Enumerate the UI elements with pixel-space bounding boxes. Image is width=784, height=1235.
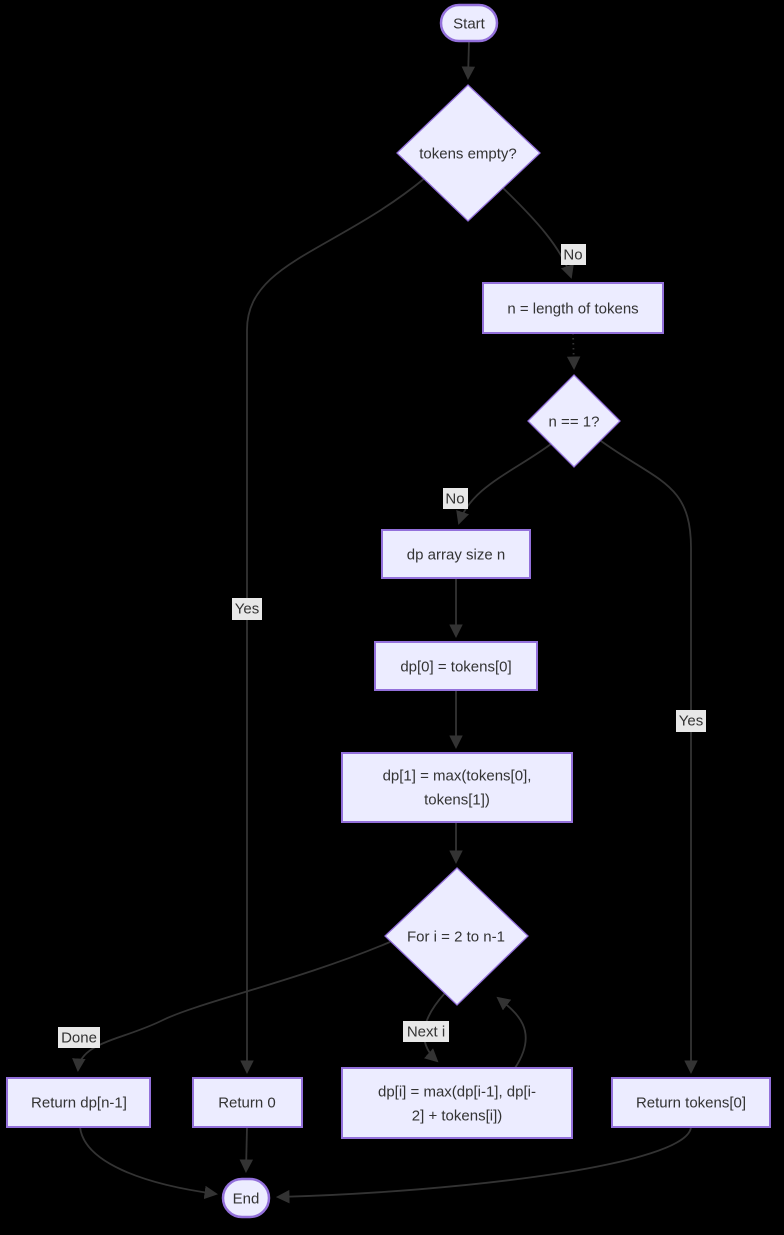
node-dp-array-label: dp array size n <box>407 547 505 564</box>
node-return-dp: Return dp[n-1] <box>6 1077 151 1128</box>
node-dp-i-label-line2: 2] + tokens[i]) <box>412 1108 502 1125</box>
node-return-dp-label: Return dp[n-1] <box>31 1095 127 1112</box>
edge-label-next-i-text: Next i <box>407 1024 445 1041</box>
edge-for-loop-done-to-return-dp <box>72 941 391 1073</box>
edge-tokens-empty-no-to-n-length <box>502 187 574 279</box>
node-for-loop: For i = 2 to n-1 <box>384 867 529 1006</box>
node-n-length: n = length of tokens <box>482 282 664 334</box>
node-start-label: Start <box>453 16 486 33</box>
node-return-0: Return 0 <box>192 1077 303 1128</box>
node-return-0-label: Return 0 <box>218 1095 276 1112</box>
edge-label-done-text: Done <box>61 1030 97 1047</box>
edge-return-tokens-to-end <box>275 1126 692 1204</box>
edge-tokens-empty-yes-to-return-0 <box>240 177 426 1075</box>
node-dp-i-label-line1: dp[i] = max(dp[i-1], dp[i- <box>378 1084 536 1101</box>
node-dp1-label-line2: tokens[1]) <box>424 792 490 809</box>
edge-label-done: Done <box>58 1027 100 1048</box>
nodes: Start tokens empty? n = length of tokens… <box>6 3 771 1219</box>
edge-label-no-2: No <box>443 488 468 509</box>
node-n-length-label: n = length of tokens <box>507 301 638 318</box>
edge-n-length-to-n-eq-1 <box>566 332 581 371</box>
edge-label-no-2-text: No <box>445 491 464 508</box>
node-end: End <box>221 1177 271 1219</box>
edge-label-yes-1: Yes <box>232 598 262 620</box>
edges <box>72 40 698 1204</box>
node-dp0-label: dp[0] = tokens[0] <box>400 659 511 676</box>
node-end-label: End <box>233 1191 260 1208</box>
edge-label-next-i: Next i <box>403 1021 449 1042</box>
node-return-tokens-label: Return tokens[0] <box>636 1095 746 1112</box>
edge-n-eq-1-no-to-dp-array <box>456 443 552 525</box>
node-dp-i: dp[i] = max(dp[i-1], dp[i- 2] + tokens[i… <box>341 1067 573 1139</box>
edge-dp-i-loopback-to-for-loop <box>496 996 527 1069</box>
node-dp0: dp[0] = tokens[0] <box>374 641 538 691</box>
edge-n-eq-1-yes-to-return-tokens <box>600 440 698 1075</box>
edge-label-yes-2-text: Yes <box>679 713 703 730</box>
node-n-eq-1-label: n == 1? <box>549 414 600 431</box>
edge-label-no-1: No <box>561 244 586 265</box>
edge-start-to-tokens-empty <box>461 40 476 81</box>
node-for-loop-label: For i = 2 to n-1 <box>407 929 505 946</box>
edge-return-dp-to-end <box>79 1126 219 1200</box>
node-n-eq-1: n == 1? <box>527 374 621 468</box>
node-dp1: dp[1] = max(tokens[0], tokens[1]) <box>341 752 573 823</box>
node-tokens-empty-label: tokens empty? <box>419 146 517 163</box>
edge-label-no-1-text: No <box>563 247 582 264</box>
node-tokens-empty: tokens empty? <box>396 84 541 222</box>
edge-label-yes-2: Yes <box>676 710 706 732</box>
node-dp-array: dp array size n <box>381 529 531 579</box>
node-dp1-label-line1: dp[1] = max(tokens[0], <box>383 768 532 785</box>
edge-labels: No Yes No Yes Done Next i <box>58 244 706 1048</box>
edge-return-0-to-end <box>239 1126 254 1174</box>
node-return-tokens: Return tokens[0] <box>611 1077 771 1128</box>
node-start: Start <box>439 3 499 43</box>
edge-label-yes-1-text: Yes <box>235 601 259 618</box>
